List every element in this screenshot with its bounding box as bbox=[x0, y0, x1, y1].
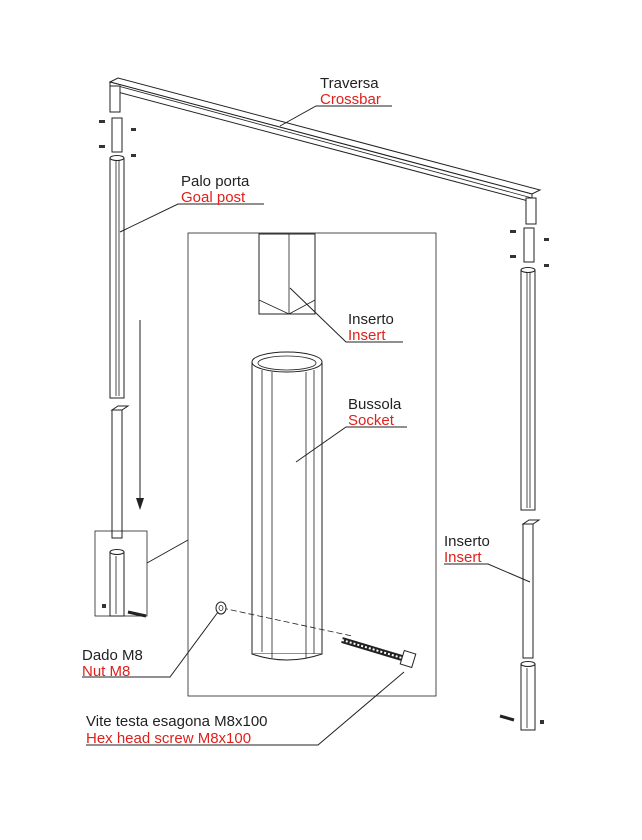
label-screw-en: Hex head screw M8x100 bbox=[86, 730, 251, 747]
label-nut-en: Nut M8 bbox=[82, 663, 130, 680]
nut-m8 bbox=[215, 601, 227, 615]
label-crossbar-it: Traversa bbox=[320, 75, 379, 92]
label-socket: Bussola Socket bbox=[348, 396, 402, 429]
assembly-direction-arrow bbox=[136, 320, 144, 510]
nut-icon bbox=[544, 238, 549, 241]
label-socket-en: Socket bbox=[348, 412, 395, 429]
label-screw: Vite testa esagona M8x100 Hex head screw… bbox=[86, 713, 268, 747]
nut-icon bbox=[544, 264, 549, 267]
label-insert-detail-it: Inserto bbox=[348, 311, 394, 328]
label-goal-post: Palo porta Goal post bbox=[181, 173, 250, 206]
label-crossbar-en: Crossbar bbox=[320, 91, 381, 108]
label-nut-it: Dado M8 bbox=[82, 647, 143, 664]
crossbar bbox=[108, 77, 542, 225]
label-socket-it: Bussola bbox=[348, 396, 402, 413]
label-insert-right: Inserto Insert bbox=[444, 533, 490, 566]
label-insert-detail-en: Insert bbox=[348, 327, 386, 344]
screw-icon bbox=[510, 255, 516, 258]
detail-panel bbox=[187, 232, 437, 697]
screw-icon bbox=[510, 230, 516, 233]
leader-lines bbox=[82, 105, 531, 746]
label-screw-it: Vite testa esagona M8x100 bbox=[86, 713, 268, 730]
label-crossbar: Traversa Crossbar bbox=[320, 75, 381, 108]
screw-icon bbox=[99, 120, 105, 123]
right-post bbox=[499, 227, 549, 731]
label-insert-right-en: Insert bbox=[444, 549, 482, 566]
label-insert-right-it: Inserto bbox=[444, 533, 490, 550]
label-nut: Dado M8 Nut M8 bbox=[82, 647, 143, 680]
left-post bbox=[94, 117, 148, 618]
label-goal-post-en: Goal post bbox=[181, 189, 246, 206]
screw-icon bbox=[99, 145, 105, 148]
label-goal-post-it: Palo porta bbox=[181, 173, 250, 190]
nut-icon bbox=[131, 128, 136, 131]
label-insert-detail: Inserto Insert bbox=[348, 311, 394, 344]
nut-icon bbox=[131, 154, 136, 157]
hex-head-screw bbox=[341, 637, 417, 669]
